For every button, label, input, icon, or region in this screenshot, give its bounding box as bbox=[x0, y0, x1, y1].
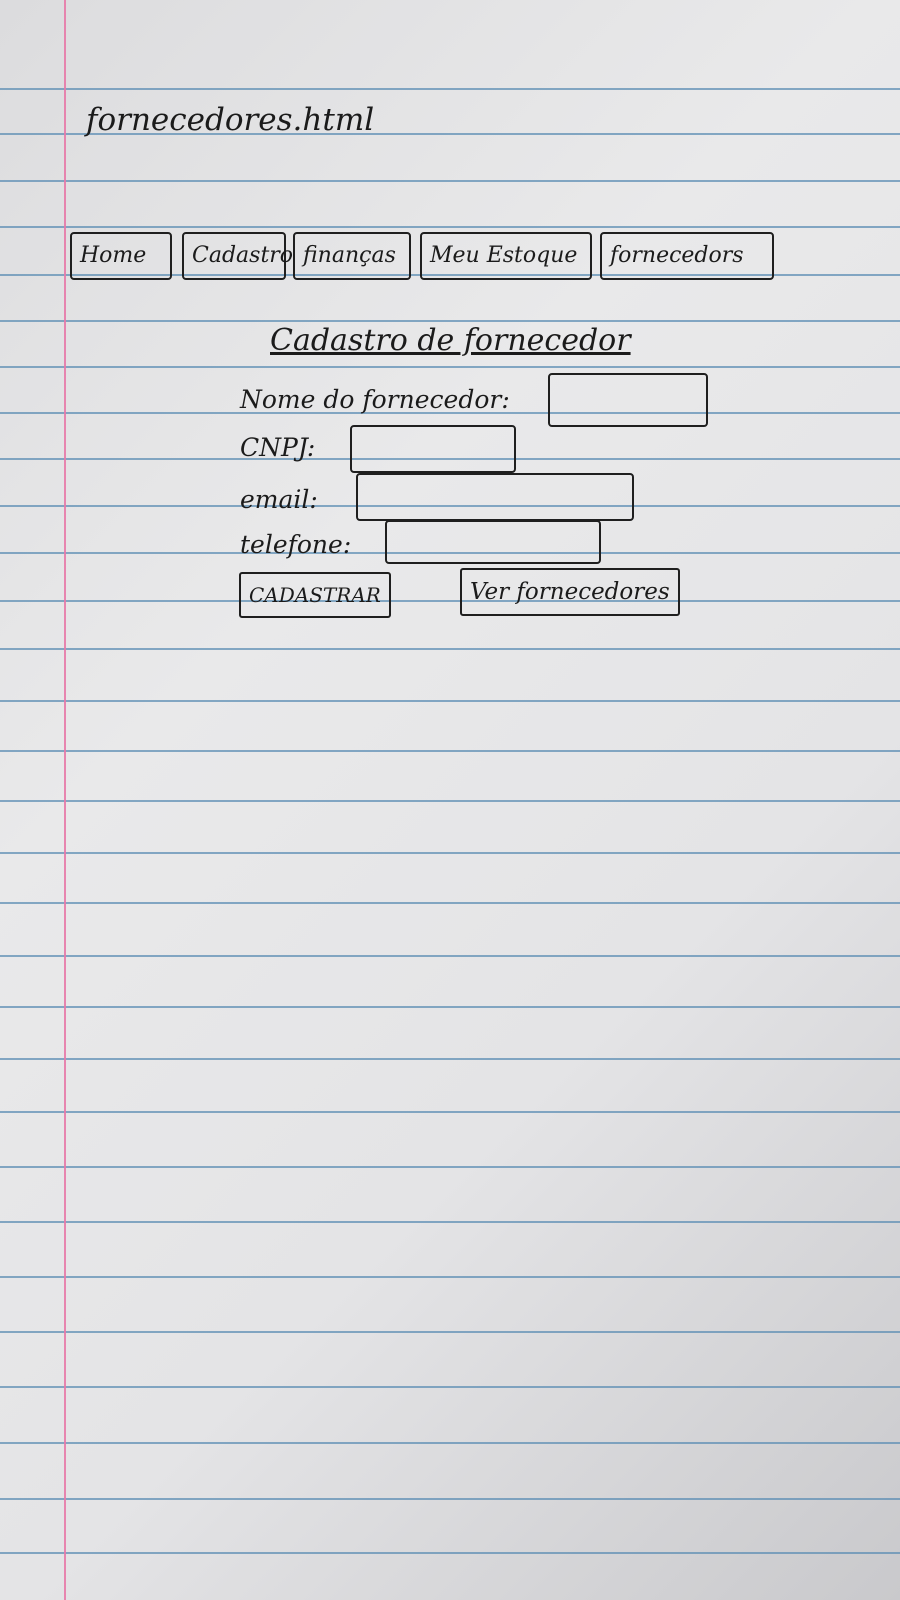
supplier-name-label: Nome do fornecedor: bbox=[240, 385, 510, 414]
cnpj-input[interactable] bbox=[350, 425, 516, 473]
ruled-line bbox=[0, 1386, 900, 1388]
ruled-line bbox=[0, 274, 900, 276]
telefone-label: telefone: bbox=[240, 530, 352, 559]
ruled-line bbox=[0, 1111, 900, 1113]
tab-meu-estoque[interactable]: Meu Estoque bbox=[420, 232, 592, 280]
margin-line bbox=[64, 0, 66, 1600]
supplier-name-input[interactable] bbox=[548, 373, 708, 427]
ruled-line bbox=[0, 700, 900, 702]
email-input[interactable] bbox=[356, 473, 634, 521]
cadastrar-button[interactable]: CADASTRAR bbox=[239, 572, 391, 618]
page-filename: fornecedores.html bbox=[86, 102, 375, 138]
ruled-line bbox=[0, 552, 900, 554]
ruled-line bbox=[0, 1221, 900, 1223]
tab-home[interactable]: Home bbox=[70, 232, 172, 280]
ruled-line bbox=[0, 133, 900, 135]
ruled-line bbox=[0, 505, 900, 507]
ruled-line bbox=[0, 1166, 900, 1168]
ruled-line bbox=[0, 180, 900, 182]
ruled-line bbox=[0, 226, 900, 228]
ruled-line bbox=[0, 600, 900, 602]
ruled-line bbox=[0, 955, 900, 957]
ruled-line bbox=[0, 648, 900, 650]
tab-cadastro[interactable]: Cadastro bbox=[182, 232, 293, 280]
cnpj-label: CNPJ: bbox=[240, 433, 316, 462]
ruled-line bbox=[0, 458, 900, 460]
ruled-line bbox=[0, 366, 900, 368]
telefone-input[interactable] bbox=[385, 520, 601, 564]
tab-fornecedores[interactable]: fornecedors bbox=[600, 232, 774, 280]
ruled-line bbox=[0, 1058, 900, 1060]
ruled-line bbox=[0, 800, 900, 802]
ruled-line bbox=[0, 320, 900, 322]
ruled-line bbox=[0, 1552, 900, 1554]
ruled-line bbox=[0, 1331, 900, 1333]
email-label: email: bbox=[240, 485, 318, 514]
form-title: Cadastro de fornecedor bbox=[270, 323, 631, 358]
tab-financas[interactable]: finanças bbox=[293, 232, 411, 280]
ruled-line bbox=[0, 902, 900, 904]
ruled-line bbox=[0, 1006, 900, 1008]
ruled-line bbox=[0, 1276, 900, 1278]
ruled-line bbox=[0, 852, 900, 854]
ruled-line bbox=[0, 750, 900, 752]
ruled-line bbox=[0, 1498, 900, 1500]
ruled-line bbox=[0, 1442, 900, 1444]
ruled-line bbox=[0, 412, 900, 414]
ver-fornecedores-button[interactable]: Ver fornecedores bbox=[460, 568, 680, 616]
ruled-line bbox=[0, 88, 900, 90]
